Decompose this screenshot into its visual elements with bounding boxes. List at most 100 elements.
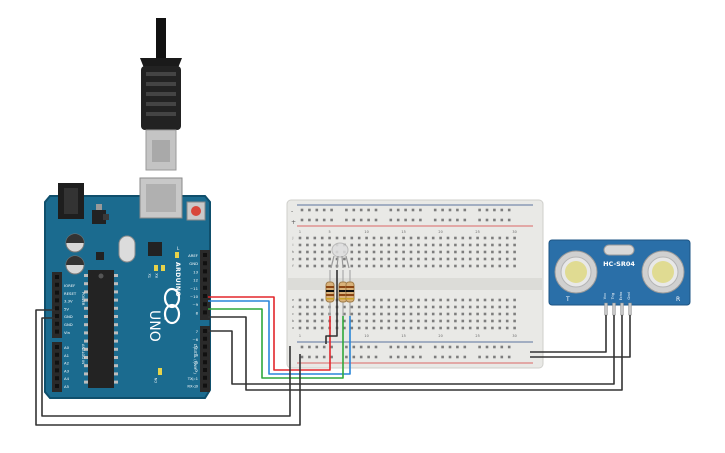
arduino-model-text: UNO <box>146 310 162 342</box>
usb-cable-strain-relief <box>140 58 182 68</box>
usb-cable <box>140 18 182 171</box>
analog-header-label: ANALOG IN <box>81 344 85 364</box>
atmega-chip-pins <box>84 274 118 384</box>
on-led <box>158 368 162 375</box>
row-letter-4: e <box>292 298 294 302</box>
column-number-top-5: 25 <box>475 230 479 234</box>
sensor-pin-label-2: Echo <box>619 292 623 301</box>
wire-5v[interactable] <box>35 309 301 426</box>
arduino-logo: – <box>161 287 181 325</box>
sensor-pin-label-0: Vcc <box>603 293 607 299</box>
top-pin-label-0: AREF <box>188 253 198 258</box>
resistor-red <box>325 270 335 316</box>
analog-pin-label-2: A2 <box>64 361 70 366</box>
sensor-model-label: HC-SR04 <box>603 260 635 268</box>
column-number-bottom-0: 1 <box>299 334 301 338</box>
lower-pin-label-0: 7 <box>196 329 199 334</box>
usb-chip <box>148 242 162 256</box>
analog-header <box>52 342 62 392</box>
wire-sensor-vcc[interactable] <box>530 315 607 353</box>
row-letter-8: i <box>293 243 294 247</box>
row-letter-5: f <box>292 264 294 268</box>
column-number-bottom-3: 15 <box>401 334 405 338</box>
transducer-left <box>554 250 598 294</box>
sensor-pin-label-1: Trig <box>611 293 615 300</box>
column-number-bottom-6: 30 <box>512 334 516 338</box>
wire-red[interactable] <box>208 296 331 371</box>
row-letter-6: g <box>292 257 294 261</box>
lower-pin-label-5: 2 <box>196 368 199 373</box>
digital-header-top <box>200 250 210 320</box>
top-pin-label-5: ~10 <box>190 294 199 299</box>
row-letter-9: j <box>292 236 294 240</box>
digital-header-bottom <box>200 326 210 392</box>
sensor-left-label: T <box>565 296 570 303</box>
l-led <box>175 252 179 258</box>
resistor-blue <box>345 270 355 316</box>
top-pin-label-1: GND <box>189 261 198 266</box>
power-pin-label-4: GND <box>64 314 73 319</box>
wire-blue[interactable] <box>208 300 351 375</box>
wire-led-common[interactable] <box>325 270 338 344</box>
lower-pin-label-4: ~3 <box>192 360 198 365</box>
wire-echo[interactable] <box>208 315 623 391</box>
sensor-pin-label-3: Gnd <box>627 292 631 299</box>
power-pin-label-1: RESET <box>64 291 77 296</box>
power-pin-label-2: 3.3V <box>64 299 73 304</box>
arduino-pcb <box>44 195 211 399</box>
top-pin-label-4: ~11 <box>190 286 199 291</box>
voltage-regulator <box>92 210 106 224</box>
sensor-right-label: R <box>676 296 680 303</box>
wire-trig[interactable] <box>208 315 615 385</box>
power-pin-label-0: IOREF <box>64 283 75 288</box>
top-pin-label-7: 8 <box>196 310 199 315</box>
top-pin-label-3: 12 <box>193 278 198 283</box>
column-number-top-0: 1 <box>299 230 301 234</box>
row-letter-2: c <box>292 312 294 316</box>
wire-sensor-gnd[interactable] <box>530 315 631 358</box>
row-letter-0: a <box>292 326 294 330</box>
wire-gnd[interactable] <box>41 317 291 417</box>
analog-pin-label-3: A3 <box>64 368 70 373</box>
header-holes <box>55 253 207 388</box>
lower-pin-label-6: TX▷1 <box>187 376 199 381</box>
rx-led-label: RX <box>155 273 159 278</box>
tx-led-label: TX <box>148 273 152 279</box>
power-header <box>52 272 62 338</box>
row-letter-3: d <box>292 305 294 309</box>
analog-pin-label-1: A1 <box>64 353 70 358</box>
arduino-uno-board: TX RX L ON – ARDUINO UNO DIGITAL (PWM~) … <box>44 177 211 399</box>
rail-plus-label: + <box>291 219 296 226</box>
column-number-top-4: 20 <box>438 230 442 234</box>
wire-green[interactable] <box>208 308 344 379</box>
rx-led <box>161 265 165 271</box>
column-number-top-2: 10 <box>364 230 368 234</box>
digital-header-label: DIGITAL (PWM~) <box>193 344 197 374</box>
analog-pin-label-4: A4 <box>64 376 70 381</box>
row-letter-7: h <box>292 250 294 254</box>
column-number-bottom-5: 25 <box>475 334 479 338</box>
power-pin-label-3: 5V <box>64 306 69 311</box>
svg-text:–: – <box>161 316 170 320</box>
top-pin-label-6: ~9 <box>192 302 198 307</box>
atmega-chip <box>88 270 114 388</box>
lower-pin-label-2: ~5 <box>192 345 198 350</box>
breadboard-center-channel <box>287 278 543 290</box>
column-number-top-6: 30 <box>512 230 516 234</box>
reset-button-cap <box>191 206 201 216</box>
power-pin-label-5: GND <box>64 322 73 327</box>
pin-labels: AREFGND1312~11~10~987~6~54~32TX▷1RX◁0IOR… <box>64 253 199 389</box>
wires <box>35 270 631 426</box>
tx-led <box>154 265 158 271</box>
lower-pin-label-7: RX◁0 <box>187 384 198 389</box>
rgb-led <box>330 242 350 269</box>
lower-pin-label-3: 4 <box>196 352 199 357</box>
column-number-bottom-2: 10 <box>364 334 368 338</box>
analog-pin-label-5: A5 <box>64 384 70 389</box>
crystal-oscillator <box>118 235 136 263</box>
lower-pin-label-1: ~6 <box>192 337 198 342</box>
arduino-brand-text: ARDUINO <box>174 262 181 297</box>
l-led-label: L <box>177 246 180 251</box>
sensor-crystal <box>603 244 635 256</box>
